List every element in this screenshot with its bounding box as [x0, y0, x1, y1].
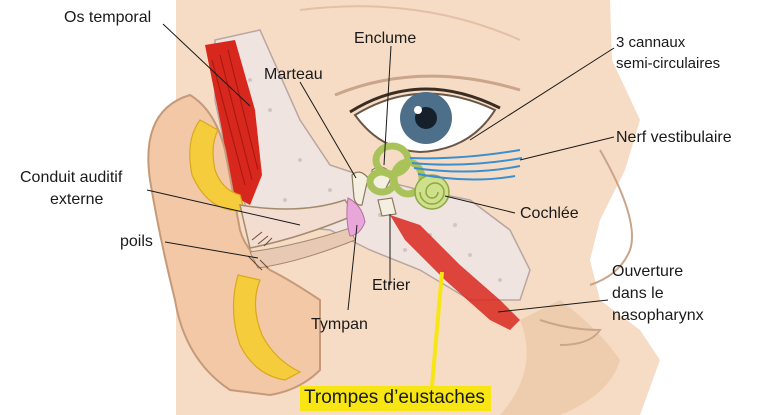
label-ouverture-line1: Ouverture: [612, 262, 683, 281]
label-cannaux-line1: 3 cannaux: [616, 34, 685, 52]
label-ouverture-line3: nasopharynx: [612, 306, 704, 325]
label-trompes-eustaches: Trompes d’eustaches: [300, 386, 491, 411]
label-cochlee: Cochlée: [520, 204, 579, 223]
label-tympan: Tympan: [311, 315, 368, 334]
label-marteau: Marteau: [264, 65, 323, 84]
eye-reflection: [414, 106, 422, 114]
label-ouverture-line2: dans le: [612, 284, 664, 303]
label-nerf-vestibulaire: Nerf vestibulaire: [616, 128, 732, 147]
label-conduit-line2: externe: [50, 190, 103, 209]
label-enclume: Enclume: [354, 29, 416, 48]
label-cannaux-line2: semi-circulaires: [616, 55, 720, 73]
label-etrier: Etrier: [372, 276, 410, 295]
label-os-temporal: Os temporal: [64, 8, 151, 27]
label-poils: poils: [120, 232, 153, 251]
label-conduit-line1: Conduit auditif: [20, 168, 122, 187]
